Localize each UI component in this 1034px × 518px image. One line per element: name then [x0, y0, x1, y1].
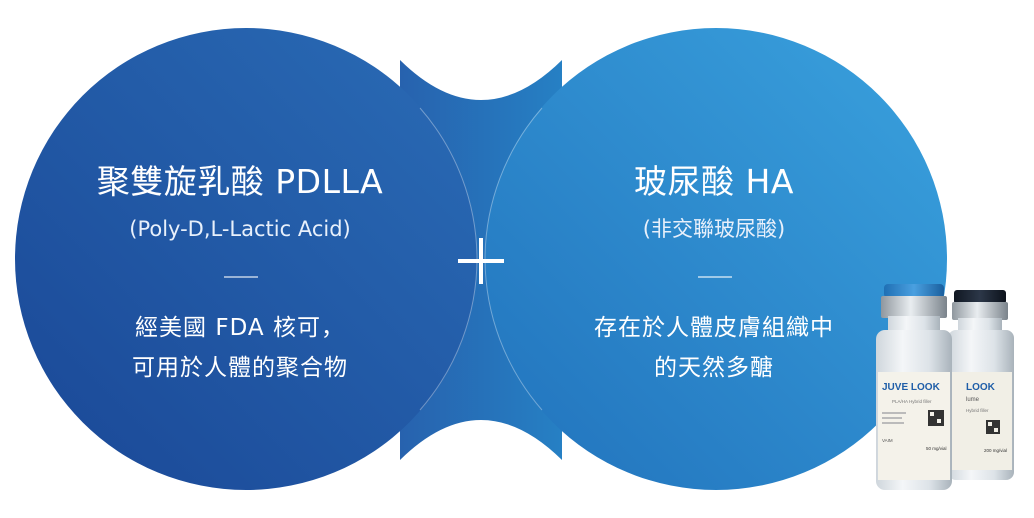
pdlla-panel: 聚雙旋乳酸 PDLLA (Poly-D,L-Lactic Acid) 經美國 F…: [10, 0, 470, 518]
ha-desc-line2: 的天然多醣: [654, 355, 774, 381]
pdlla-desc-line1: 經美國 FDA 核可，: [135, 315, 345, 341]
front-vial-brand: JUVE LOOK: [882, 382, 941, 393]
overlap-arc-right-lower: [484, 258, 543, 411]
ha-title: 玻尿酸 HA: [634, 162, 794, 201]
pdlla-subtitle: (Poly-D,L-Lactic Acid): [129, 217, 351, 241]
ha-divider: [698, 276, 732, 278]
left-circle: [15, 28, 477, 490]
ha-desc-line1: 存在於人體皮膚組織中: [594, 315, 834, 341]
ha-panel: 玻尿酸 HA (非交聯玻尿酸) 存在於人體皮膚組織中 的天然多醣: [484, 0, 944, 518]
pdlla-description: 經美國 FDA 核可， 可用於人體的聚合物: [10, 308, 470, 388]
product-vials-image: LOOK lume Hybrid filler 200 mg/vial JUVE…: [876, 284, 1014, 490]
pdlla-title: 聚雙旋乳酸 PDLLA: [96, 162, 384, 201]
overlap-arc-left-lower: [419, 258, 478, 411]
pdlla-desc-line2: 可用於人體的聚合物: [132, 355, 348, 381]
ha-subtitle: (非交聯玻尿酸): [642, 217, 786, 241]
front-vial-label: PLA/HA Hybrid filler: [892, 399, 932, 404]
back-vial: LOOK lume Hybrid filler 200 mg/vial: [948, 290, 1014, 480]
plus-icon: [458, 238, 504, 284]
pdlla-divider: [224, 276, 258, 278]
back-vial-label: Hybrid filler: [966, 408, 989, 413]
right-circle: [485, 28, 947, 490]
overlap-arc-left: [419, 107, 478, 260]
overlap-arc-right: [484, 107, 543, 260]
back-vial-brand: LOOK: [966, 382, 996, 393]
back-vial-sub: lume: [966, 397, 980, 403]
front-vial-maker: VAIM: [882, 438, 893, 443]
front-vial: JUVE LOOK PLA/HA Hybrid filler VAIM 50 m…: [876, 284, 952, 490]
back-vial-dose: 200 mg/vial: [984, 448, 1007, 453]
front-vial-dose: 50 mg/vial: [926, 446, 947, 451]
ha-description: 存在於人體皮膚組織中 的天然多醣: [484, 308, 944, 388]
